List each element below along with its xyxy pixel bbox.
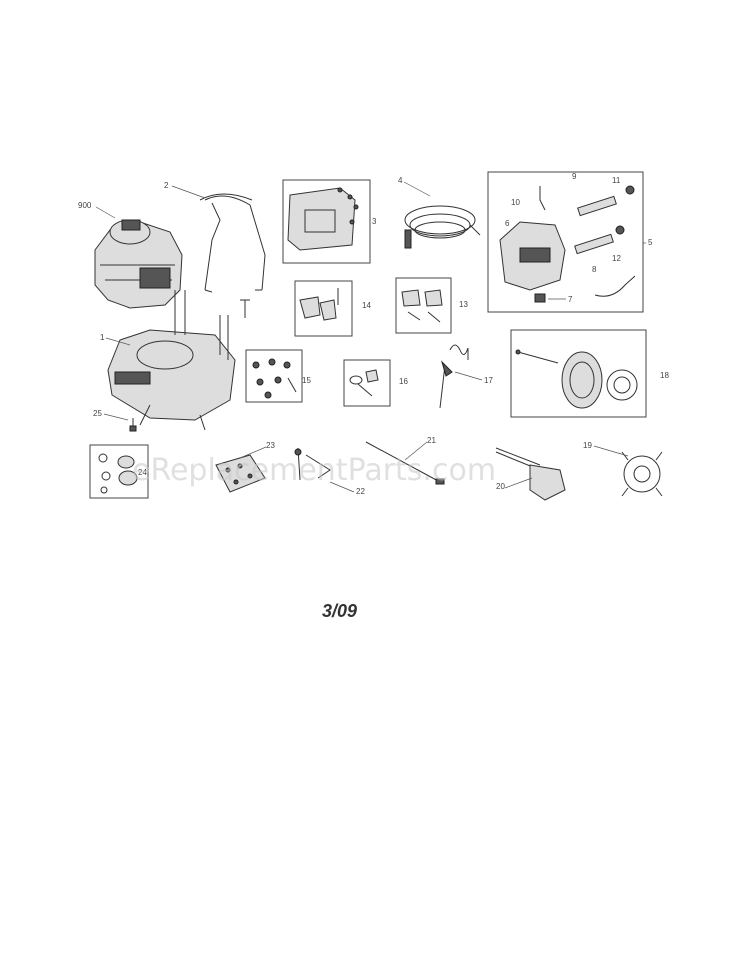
callout-8: 8 xyxy=(592,265,597,274)
callout-17: 17 xyxy=(484,376,493,385)
hose-part-4[interactable]: 4 xyxy=(398,176,481,249)
callout-20: 20 xyxy=(496,482,505,491)
part-24-box[interactable]: 24 xyxy=(89,444,149,499)
callout-21: 21 xyxy=(427,436,436,445)
callout-5: 5 xyxy=(648,238,653,247)
callout-4: 4 xyxy=(398,176,403,185)
callout-11: 11 xyxy=(612,176,621,185)
callout-6: 6 xyxy=(505,219,510,228)
part-23[interactable]: 23 xyxy=(215,441,275,493)
callout-10: 10 xyxy=(511,198,520,207)
callout-3: 3 xyxy=(372,217,377,226)
callout-7: 7 xyxy=(568,295,573,304)
callout-19: 19 xyxy=(583,441,592,450)
callout-18: 18 xyxy=(660,371,669,380)
part-15-box[interactable]: 15 xyxy=(245,349,311,403)
part-17[interactable]: 17 xyxy=(439,344,493,409)
screw-part-25[interactable]: 25 xyxy=(93,409,137,432)
callout-16: 16 xyxy=(399,377,408,386)
part-16-box[interactable]: 16 xyxy=(343,359,408,407)
callout-13: 13 xyxy=(459,300,468,309)
engine-part-900[interactable]: 900 xyxy=(78,201,183,309)
callout-900: 900 xyxy=(78,201,92,210)
watermark-text: eReplacementParts.com xyxy=(132,453,496,488)
part-19[interactable]: 19 xyxy=(583,441,663,497)
callout-2: 2 xyxy=(164,181,169,190)
part-14-box[interactable]: 14 xyxy=(294,280,371,337)
wand-part-21[interactable]: 21 xyxy=(365,436,445,485)
callout-9: 9 xyxy=(572,172,577,181)
callout-25: 25 xyxy=(93,409,102,418)
part-3-box[interactable]: 3 xyxy=(282,179,377,264)
callout-23: 23 xyxy=(266,441,275,450)
callout-14: 14 xyxy=(362,301,371,310)
spray-gun-part-20[interactable]: 20 xyxy=(495,447,566,501)
part-22[interactable]: 22 xyxy=(294,447,365,496)
callout-15: 15 xyxy=(302,376,311,385)
callout-24: 24 xyxy=(138,468,147,477)
callout-1: 1 xyxy=(100,333,105,342)
pump-assembly-part-5[interactable]: 11 9 10 6 8 12 7 5 xyxy=(487,171,653,313)
callout-12: 12 xyxy=(612,254,621,263)
frame-part-1[interactable]: 1 xyxy=(100,290,236,431)
date-code: 3/09 xyxy=(322,601,357,621)
part-13-box[interactable]: 13 xyxy=(395,277,468,334)
handle-part-2[interactable]: 2 xyxy=(164,181,266,318)
callout-22: 22 xyxy=(356,487,365,496)
wheel-kit-part-18[interactable]: 18 xyxy=(510,329,669,418)
